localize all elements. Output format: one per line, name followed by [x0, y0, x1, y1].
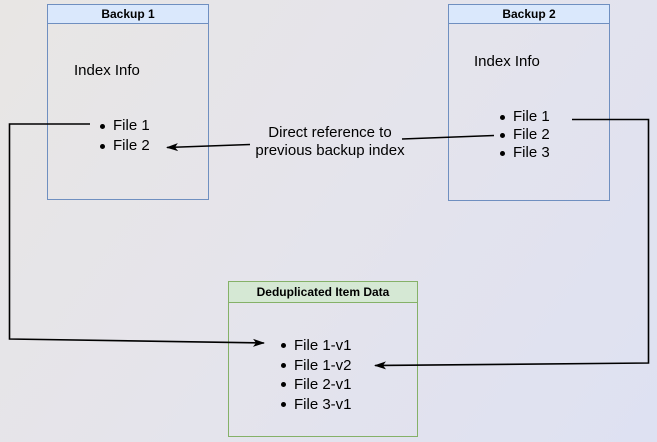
backup2-title: Backup 2 [449, 5, 609, 24]
direct-reference-note: Direct reference to previous backup inde… [238, 124, 422, 159]
backup2-box: Backup 2 [448, 4, 610, 201]
backup2-index-info-label: Index Info [474, 53, 540, 70]
list-item: File 3 [500, 144, 550, 162]
backup1-box: Backup 1 [47, 4, 209, 200]
note-line2: previous backup index [255, 141, 405, 159]
list-item: File 1 [500, 108, 550, 126]
list-item: File 2 [500, 126, 550, 144]
dedup-title: Deduplicated Item Data [229, 282, 417, 303]
list-item: File 1-v1 [281, 336, 352, 356]
backup1-index-info-label: Index Info [74, 62, 140, 79]
dedup-box: Deduplicated Item Data [228, 281, 418, 437]
list-item: File 2 [100, 136, 150, 156]
list-item: File 3-v1 [281, 395, 352, 415]
list-item: File 1 [100, 116, 150, 136]
list-item: File 2-v1 [281, 375, 352, 395]
note-line1: Direct reference to [268, 124, 392, 141]
list-item: File 1-v2 [281, 356, 352, 376]
backup1-title: Backup 1 [48, 5, 208, 24]
